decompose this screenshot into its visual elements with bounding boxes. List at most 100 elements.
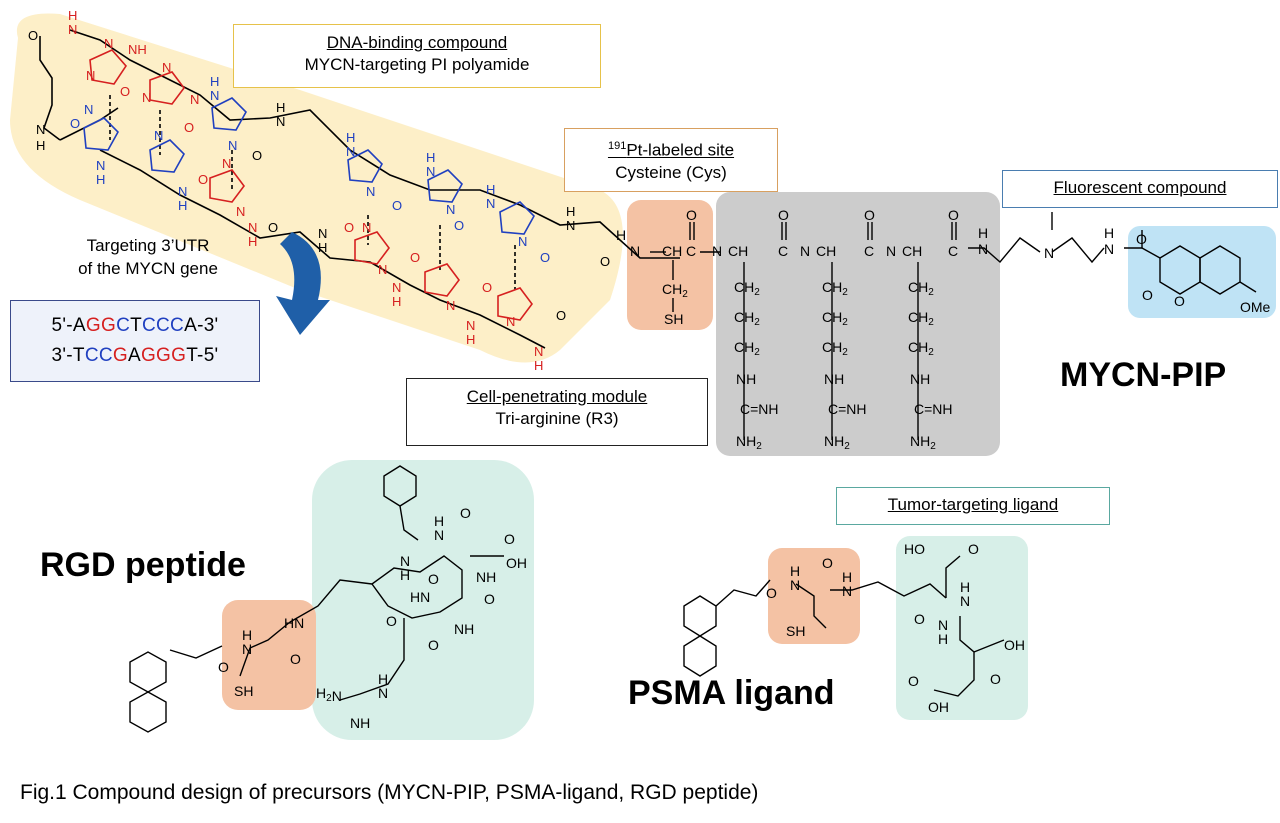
atom-label: N <box>154 128 163 143</box>
atom-label: N <box>392 280 401 295</box>
atom-label: O <box>268 220 278 235</box>
atom-label: N <box>486 196 495 211</box>
atom-label: O <box>344 220 354 235</box>
atom-label: N <box>178 184 187 199</box>
atom-label: H <box>426 150 435 165</box>
atom-label: CH <box>728 243 748 259</box>
atom-label: O <box>686 207 697 223</box>
atom-label: H <box>96 172 105 187</box>
atom-label: N <box>190 92 199 107</box>
atom-label: N <box>142 90 151 105</box>
atom-label: N <box>104 36 113 51</box>
atom-label: H <box>178 198 187 213</box>
atom-label: SH <box>664 311 683 327</box>
atom-label: CH2 <box>734 279 760 298</box>
atom-label: N <box>566 218 575 233</box>
atom-label: O <box>1136 231 1147 247</box>
cell-penetrating-subtitle: Tri-arginine (R3) <box>495 409 619 428</box>
atom-label: O <box>556 308 566 323</box>
sequence-top-strand: 5'-AGGCTCCCA-3' <box>11 311 259 341</box>
atom-label: N <box>242 641 252 657</box>
atom-label: CH2 <box>908 339 934 358</box>
atom-label: NH2 <box>736 433 762 452</box>
atom-label: NH2 <box>910 433 936 452</box>
tumor-targeting-ligand-box: Tumor-targeting ligand <box>836 487 1110 525</box>
atom-label: C=NH <box>828 401 867 417</box>
atom-label: N <box>842 583 852 599</box>
atom-label: H <box>242 627 252 643</box>
atom-label: NH <box>128 42 147 57</box>
atom-label: H <box>392 294 401 309</box>
atom-label: N <box>506 314 515 329</box>
atom-label: H <box>318 240 327 255</box>
atom-label: N <box>96 158 105 173</box>
atom-label: N <box>36 122 45 137</box>
atom-label: NH2 <box>824 433 850 452</box>
atom-label: OH <box>506 555 527 571</box>
atom-label: NH <box>824 371 844 387</box>
atom-label: NH <box>910 371 930 387</box>
atom-label: N <box>446 298 455 313</box>
atom-label: N <box>68 22 77 37</box>
atom-label: H <box>486 182 495 197</box>
atom-label: CH <box>816 243 836 259</box>
atom-label: O <box>766 585 777 601</box>
figure-caption: Fig.1 Compound design of precursors (MYC… <box>20 781 759 804</box>
sequence-segment: 5'-A <box>51 315 86 336</box>
atom-label: N <box>1104 241 1114 257</box>
atom-label: O <box>28 28 38 43</box>
atom-label: O <box>70 116 80 131</box>
atom-label: HN <box>284 615 304 631</box>
atom-label: N <box>938 617 948 633</box>
arginine-highlight <box>716 192 1000 456</box>
dna-binding-label-box: DNA-binding compound MYCN-targeting PI p… <box>233 24 601 88</box>
atom-label: NH <box>454 621 474 637</box>
imidazole-rings <box>89 49 533 321</box>
atom-label: N <box>222 156 231 171</box>
pt-labeled-site-box: 191Pt-labeled site Cysteine (Cys) <box>564 128 778 192</box>
atom-label: N <box>228 138 237 153</box>
targeting-line-2: of the MYCN gene <box>78 259 218 278</box>
atom-label: H <box>276 100 285 115</box>
sequence-segment: A <box>127 345 141 366</box>
atom-label: O <box>504 531 515 547</box>
rgd-structure <box>129 465 504 733</box>
atom-label: N <box>1044 245 1054 261</box>
atom-label: H <box>938 631 948 647</box>
atom-label: O <box>218 659 229 675</box>
atom-label: CH2 <box>662 281 688 300</box>
atom-label: H <box>346 130 355 145</box>
atom-label: HN <box>410 589 430 605</box>
cell-penetrating-title: Cell-penetrating module <box>466 387 648 406</box>
pyrrole-rings <box>83 97 535 235</box>
atom-label: C <box>778 243 788 259</box>
tri-arginine-structure <box>700 212 1142 440</box>
rgd-ring-highlight <box>312 460 534 740</box>
atom-label: OMe <box>1240 299 1271 315</box>
atom-label: C=NH <box>914 401 953 417</box>
sequence-segment: G <box>112 345 128 366</box>
atom-label: N <box>518 234 527 249</box>
atom-label: CH2 <box>822 339 848 358</box>
atom-label: N <box>378 262 387 277</box>
atom-label: O <box>454 218 464 233</box>
sequence-bottom-strand: 3'-TCCGAGGGT-5' <box>11 341 259 371</box>
atom-label: N <box>426 164 435 179</box>
atom-label: SH <box>234 683 253 699</box>
atom-label: H <box>466 332 475 347</box>
atom-label: N <box>712 243 722 259</box>
atom-label: N <box>960 593 970 609</box>
atom-label: CH2 <box>734 309 760 328</box>
mycn-pip-title: MYCN-PIP <box>1060 356 1227 394</box>
atom-label: H <box>1104 225 1114 241</box>
fluorescent-compound-title: Fluorescent compound <box>1053 178 1227 197</box>
sequence-segment: C <box>116 315 131 336</box>
atom-label: H <box>616 227 626 243</box>
atom-label: N <box>534 344 543 359</box>
targeting-arrow <box>276 232 330 335</box>
atom-label: O <box>386 613 397 629</box>
pt-isotope-superscript: 191 <box>607 140 627 152</box>
rgd-cys-highlight <box>222 600 316 710</box>
atom-label: O <box>914 611 925 627</box>
